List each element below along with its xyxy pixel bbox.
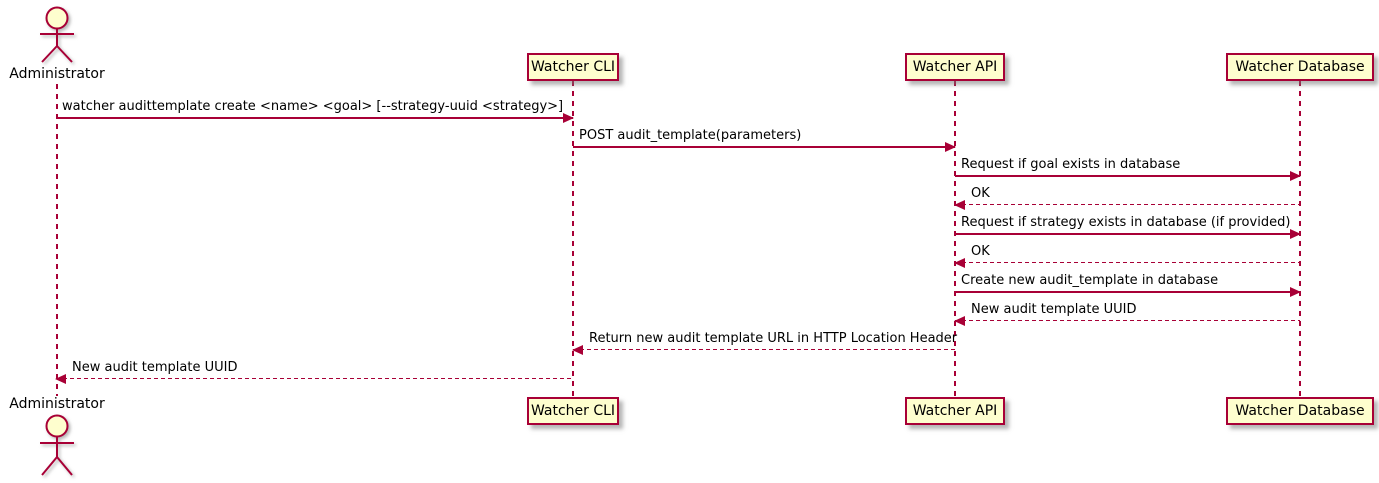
arrowhead-icon [55,373,66,384]
lifeline-watcher-cli [572,81,574,397]
actor-label-top: Administrator [9,66,105,82]
participant-watcher-database-top: Watcher Database [1226,53,1374,81]
message-label: Request if strategy exists in database (… [961,215,1291,230]
arrow-line [955,233,1300,235]
arrow-line [955,175,1300,177]
arrow-line [56,117,573,119]
participant-watcher-api-bottom: Watcher API [905,397,1005,425]
message-label: New audit template UUID [971,302,1137,317]
actor-icon [40,414,74,476]
arrow-line [955,204,1300,206]
participant-name: Watcher CLI [530,403,616,419]
arrowhead-icon [945,141,956,152]
lifeline-administrator [56,84,58,396]
arrow-line [955,291,1300,293]
participant-watcher-cli-bottom: Watcher CLI [527,397,619,425]
arrow-line [573,349,955,351]
message-label: Create new audit_template in database [961,273,1219,288]
message-label: POST audit_template(parameters) [579,128,802,143]
participant-name: Watcher API [912,403,998,419]
message-label: Return new audit template URL in HTTP Lo… [589,331,958,346]
arrowhead-icon [954,257,965,268]
participant-watcher-api-top: Watcher API [905,53,1005,81]
participant-watcher-cli-top: Watcher CLI [527,53,619,81]
arrowhead-icon [572,344,583,355]
lifeline-watcher-api [954,81,956,397]
arrow-line [955,320,1300,322]
message-label: OK [971,244,990,259]
participant-name: Watcher API [912,59,998,75]
arrow-line [955,262,1300,264]
participant-name: Watcher CLI [530,59,616,75]
participant-name: Watcher Database [1235,403,1365,419]
participant-name: Watcher Database [1235,59,1365,75]
message-label: New audit template UUID [72,360,238,375]
participant-watcher-database-bottom: Watcher Database [1226,397,1374,425]
arrow-line [573,146,955,148]
actor-icon [40,6,74,63]
arrow-line [56,378,573,380]
actor-label-bottom: Administrator [9,396,105,412]
arrowhead-icon [1290,228,1301,239]
lifeline-watcher-database [1299,81,1301,397]
message-label: Request if goal exists in database [961,157,1181,172]
arrowhead-icon [954,315,965,326]
arrowhead-icon [1290,170,1301,181]
arrowhead-icon [563,112,574,123]
message-label: watcher audittemplate create <name> <goa… [62,99,564,114]
message-label: OK [971,186,990,201]
arrowhead-icon [1290,286,1301,297]
arrowhead-icon [954,199,965,210]
